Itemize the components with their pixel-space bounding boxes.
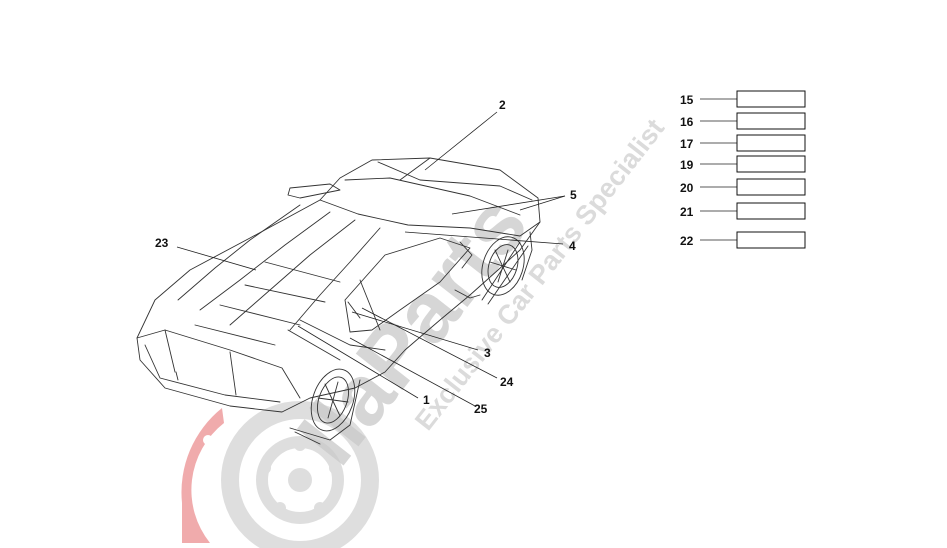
car-outline	[136, 157, 541, 445]
callout-25: 25	[474, 402, 488, 416]
callout-2: 2	[499, 98, 506, 112]
watermark-disc-logo	[181, 401, 379, 548]
legend-box-15	[736, 90, 806, 108]
legend-box-19	[736, 155, 806, 173]
legend-box-21	[736, 202, 806, 220]
legend-box-17	[736, 134, 806, 152]
callout-1: 1	[423, 393, 430, 407]
legend-label-15: 15	[680, 93, 694, 107]
callout-4: 4	[569, 239, 576, 253]
callout-lines	[176, 98, 737, 407]
legend-box-20	[736, 178, 806, 196]
legend-label-20: 20	[680, 181, 694, 195]
legend-box-16	[736, 112, 806, 130]
legend: 15 16 17 19 20 21 22	[680, 90, 806, 249]
legend-box-22	[736, 231, 806, 249]
legend-label-22: 22	[680, 234, 694, 248]
legend-label-21: 21	[680, 205, 694, 219]
legend-label-17: 17	[680, 137, 694, 151]
callout-labels: 2 5 4 23 3 24 1 25	[155, 98, 577, 416]
callout-23: 23	[155, 236, 169, 250]
callout-3: 3	[484, 346, 491, 360]
legend-label-16: 16	[680, 115, 694, 129]
legend-label-19: 19	[680, 158, 694, 172]
callout-24: 24	[500, 375, 514, 389]
callout-5: 5	[570, 188, 577, 202]
